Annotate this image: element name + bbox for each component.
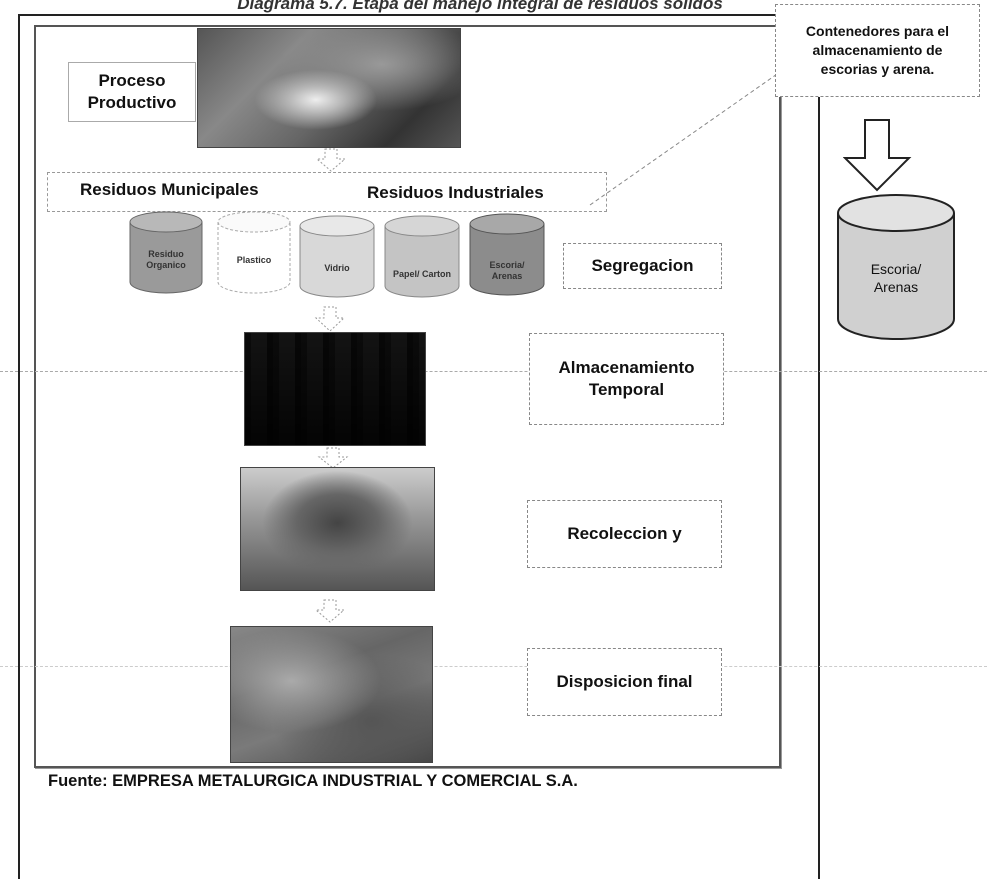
bin-organico: [129, 211, 203, 294]
bin-vidrio: [299, 215, 375, 298]
scan-line: [0, 371, 987, 372]
almacenamiento-photo: [244, 332, 426, 446]
outer-frame: [18, 14, 820, 879]
segregacion-label: Segregacion: [563, 243, 722, 289]
down-arrow-icon: [314, 306, 346, 332]
residuos-industriales-label: Residuos Industriales: [367, 183, 544, 202]
bin-papel-label: Papel/ Carton: [392, 268, 451, 279]
recoleccion-label: Recoleccion y: [527, 500, 722, 568]
big-bin-escoria: [837, 194, 955, 340]
bin-escoria-label: Escoria/ Arenas: [489, 260, 525, 281]
down-arrow-icon: [843, 119, 912, 192]
proceso-photo: [197, 28, 461, 148]
recoleccion-photo: [240, 467, 435, 591]
bin-vidrio-label: Vidrio: [324, 262, 350, 273]
down-arrow-icon: [314, 599, 346, 623]
disposicion-photo: [230, 626, 433, 763]
proceso-label: Proceso Productivo: [68, 62, 196, 122]
down-arrow-icon: [317, 447, 349, 469]
bin-organico-label: Residuo Organico: [146, 249, 186, 270]
bin-papel: [384, 215, 460, 298]
residuos-box: [47, 172, 607, 212]
bin-plastico-label: Plastico: [236, 254, 272, 265]
bin-escoria: [469, 213, 545, 296]
inner-frame: [34, 25, 781, 768]
residuos-municipales-label: Residuos Municipales: [80, 180, 259, 199]
down-arrow-icon: [315, 148, 347, 172]
disposicion-label: Disposicion final: [527, 648, 722, 716]
bin-plastico: [217, 211, 291, 294]
big-bin-label: Escoria/ Arenas: [870, 261, 922, 295]
almacenamiento-label: Almacenamiento Temporal: [529, 333, 724, 425]
contenedores-label: Contenedores para el almacenamiento de e…: [775, 4, 980, 97]
source-caption: Fuente: EMPRESA METALURGICA INDUSTRIAL Y…: [48, 772, 578, 790]
scan-line: [0, 666, 987, 667]
diagram-title: Diagrama 5.7. Etapa del manejo integral …: [237, 0, 723, 13]
connector-line: [589, 64, 791, 206]
